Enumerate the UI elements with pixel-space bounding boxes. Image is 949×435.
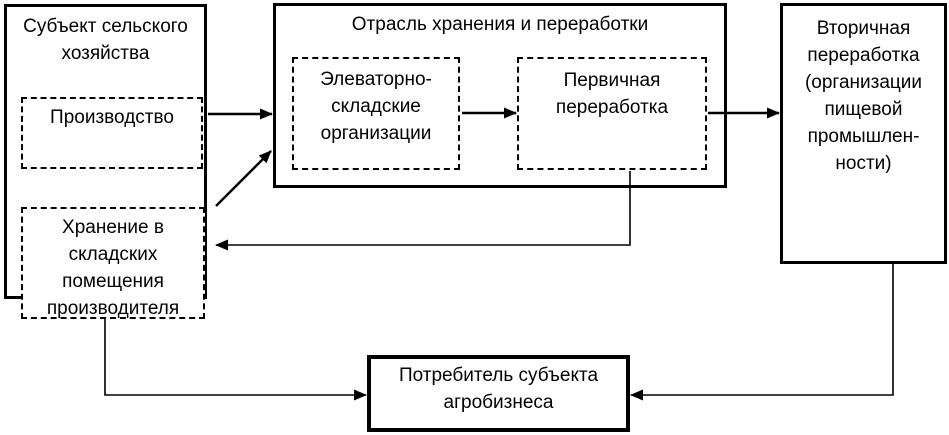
arrow-storage-to-consumer — [104, 319, 367, 401]
agribusiness-consumer-label: Потребитель субъекта агробизнеса — [398, 365, 599, 413]
agribusiness-consumer-box: Потребитель субъекта агробизнеса — [367, 355, 630, 432]
primary-processing-box: Первичная переработка — [517, 57, 707, 170]
production-label: Производство — [50, 107, 174, 128]
storage-processing-industry-title: Отрасль хранения и переработки — [351, 14, 649, 35]
elevator-warehouse-orgs-box: Элеваторно- складские организации — [292, 57, 460, 170]
secondary-processing-box: Вторичная переработка (организации пищев… — [780, 3, 947, 264]
elevator-warehouse-orgs-label: Элеваторно- складские организации — [320, 69, 432, 144]
storage-warehouse-label: Хранение в складских помещения производи… — [46, 217, 180, 319]
subject-agriculture-title: Субъект сельского хозяйства — [23, 16, 188, 64]
primary-processing-label: Первичная переработка — [555, 70, 669, 118]
secondary-processing-label: Вторичная переработка (организации пищев… — [804, 18, 923, 174]
arrow-secondary-to-consumer — [630, 264, 894, 401]
arrow-storage-to-industry — [215, 150, 272, 207]
production-box: Производство — [21, 97, 203, 169]
storage-warehouse-box: Хранение в складских помещения производи… — [21, 207, 205, 319]
